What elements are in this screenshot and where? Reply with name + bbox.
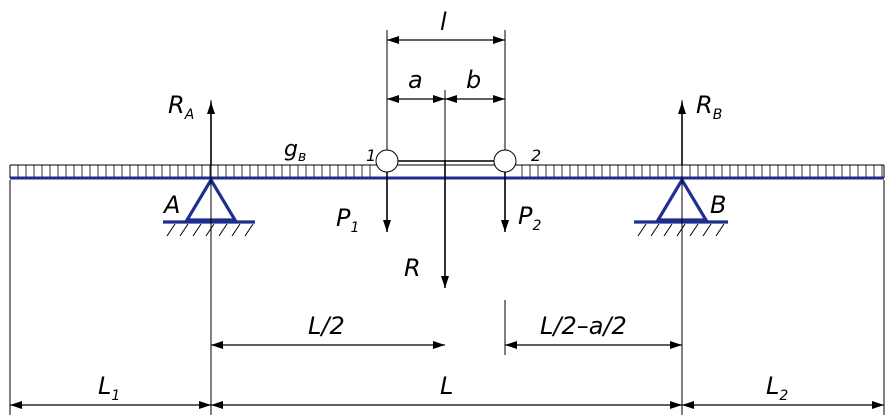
dim-label-b: b — [466, 66, 481, 94]
dim-label-half-L: L/2 — [308, 312, 345, 340]
reaction-a-label: RA — [168, 91, 194, 123]
support-b-label: B — [710, 191, 726, 219]
ground-hatch-b — [637, 223, 725, 237]
distributed-load-band — [9, 164, 885, 178]
force-p2-label: P2 — [518, 202, 541, 234]
dim-label-l: l — [440, 8, 447, 36]
force-p1-label: P1 — [336, 204, 359, 236]
point-2-label: 2 — [531, 146, 541, 165]
ground-hatch-a — [166, 223, 254, 237]
dim-label-L1: L1 — [98, 372, 120, 404]
reaction-b-label: RB — [696, 91, 722, 123]
distributed-load-ticks — [17, 165, 883, 177]
dim-label-a: a — [408, 66, 423, 94]
point-1-circle — [375, 149, 399, 173]
support-a-label: A — [162, 191, 180, 219]
dim-label-L2: L2 — [766, 372, 788, 404]
dim-label-L: L — [440, 372, 453, 400]
dim-label-half-L-minus: L/2–a/2 — [540, 312, 627, 340]
distributed-load-label: gв — [284, 137, 306, 165]
resultant-label: R — [404, 254, 421, 282]
point-1-label: 1 — [366, 146, 376, 165]
point-2-circle — [493, 149, 517, 173]
